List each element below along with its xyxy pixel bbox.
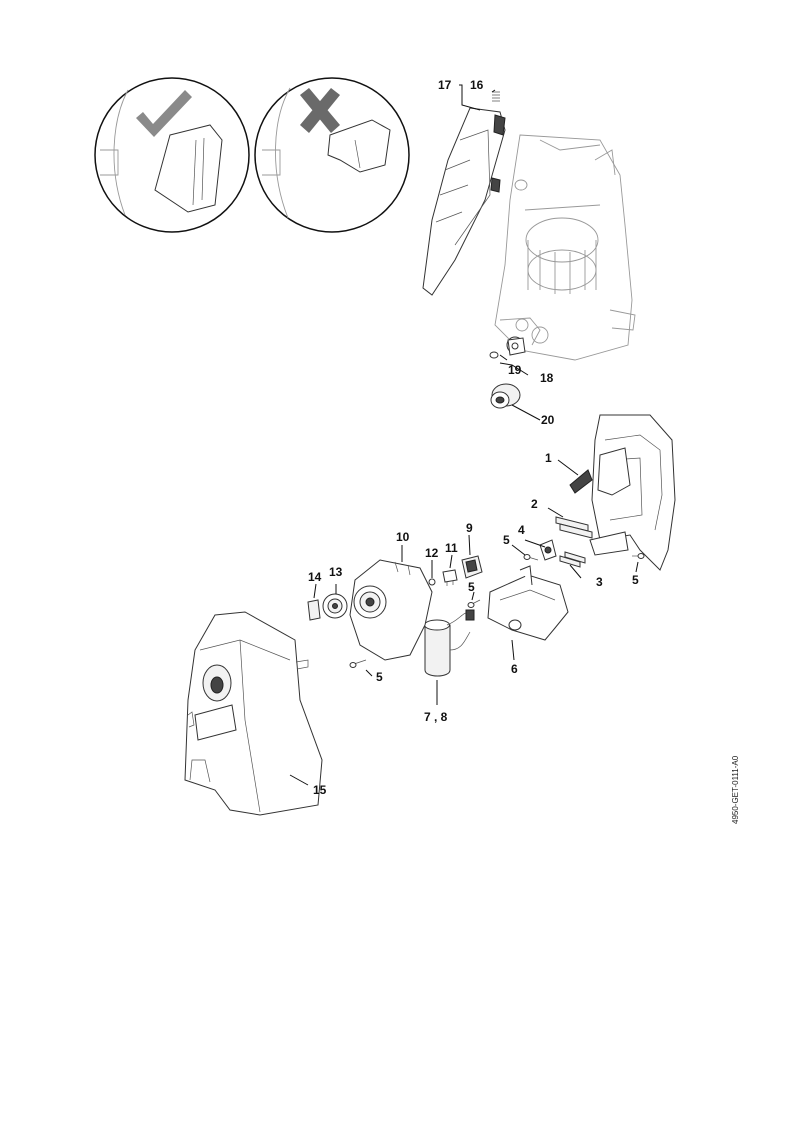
callout-16: 16 bbox=[470, 78, 484, 92]
pads-3 bbox=[559, 551, 586, 568]
motor-frame bbox=[494, 134, 636, 361]
fan-housing-10 bbox=[349, 559, 433, 661]
switch-9 bbox=[461, 555, 483, 579]
side-cover-17 bbox=[422, 107, 506, 296]
callout-5-mid: 5 bbox=[468, 580, 475, 594]
seal-12 bbox=[428, 578, 436, 586]
callout-15: 15 bbox=[313, 783, 327, 797]
callout-9: 9 bbox=[466, 521, 473, 535]
fitting-18 bbox=[506, 336, 526, 356]
o-ring-19 bbox=[489, 351, 499, 359]
front-cover-15 bbox=[184, 611, 323, 816]
callout-labels: 17 16 19 18 20 1 2 4 5 3 5 9 10 12 11 5 … bbox=[308, 78, 639, 797]
callout-2: 2 bbox=[531, 497, 538, 511]
pads-2 bbox=[555, 516, 593, 539]
callout-11: 11 bbox=[445, 541, 458, 555]
fan-13 bbox=[322, 593, 348, 619]
callout-14: 14 bbox=[308, 570, 322, 584]
cross-mark-icon bbox=[300, 88, 340, 133]
bracket-4 bbox=[539, 539, 557, 561]
callout-6: 6 bbox=[511, 662, 518, 676]
screw-5-right bbox=[632, 553, 645, 559]
callout-19: 19 bbox=[508, 363, 522, 377]
detail-incorrect bbox=[254, 77, 410, 233]
callout-20: 20 bbox=[541, 413, 555, 427]
connector-11 bbox=[442, 569, 458, 586]
capacitor-7-8 bbox=[424, 609, 475, 677]
callout-5-lower: 5 bbox=[376, 670, 383, 684]
spring-16 bbox=[492, 91, 500, 102]
callout-12: 12 bbox=[425, 546, 439, 560]
callout-3: 3 bbox=[596, 575, 603, 589]
screw-5-mid bbox=[467, 599, 481, 608]
callout-10: 10 bbox=[396, 530, 410, 544]
clip-14 bbox=[307, 599, 321, 621]
mounting-bracket-6 bbox=[487, 565, 569, 641]
detail-correct bbox=[94, 77, 250, 233]
callout-7-8: 7 , 8 bbox=[424, 710, 448, 724]
callout-1: 1 bbox=[545, 451, 552, 465]
callout-17: 17 bbox=[438, 78, 452, 92]
screw-5-upper bbox=[523, 554, 539, 561]
rear-housing-1 bbox=[569, 414, 676, 571]
callout-13: 13 bbox=[329, 565, 343, 579]
connector-20 bbox=[490, 383, 521, 409]
callout-5-right: 5 bbox=[632, 573, 639, 587]
leader-lines bbox=[289, 84, 639, 786]
callout-4: 4 bbox=[518, 523, 525, 537]
screw-5-lower bbox=[349, 659, 367, 668]
document-id: 4950-GET-0111-A0 bbox=[731, 755, 740, 824]
callout-18: 18 bbox=[540, 371, 554, 385]
check-mark-icon bbox=[136, 90, 192, 137]
callout-5-upper: 5 bbox=[503, 533, 510, 547]
